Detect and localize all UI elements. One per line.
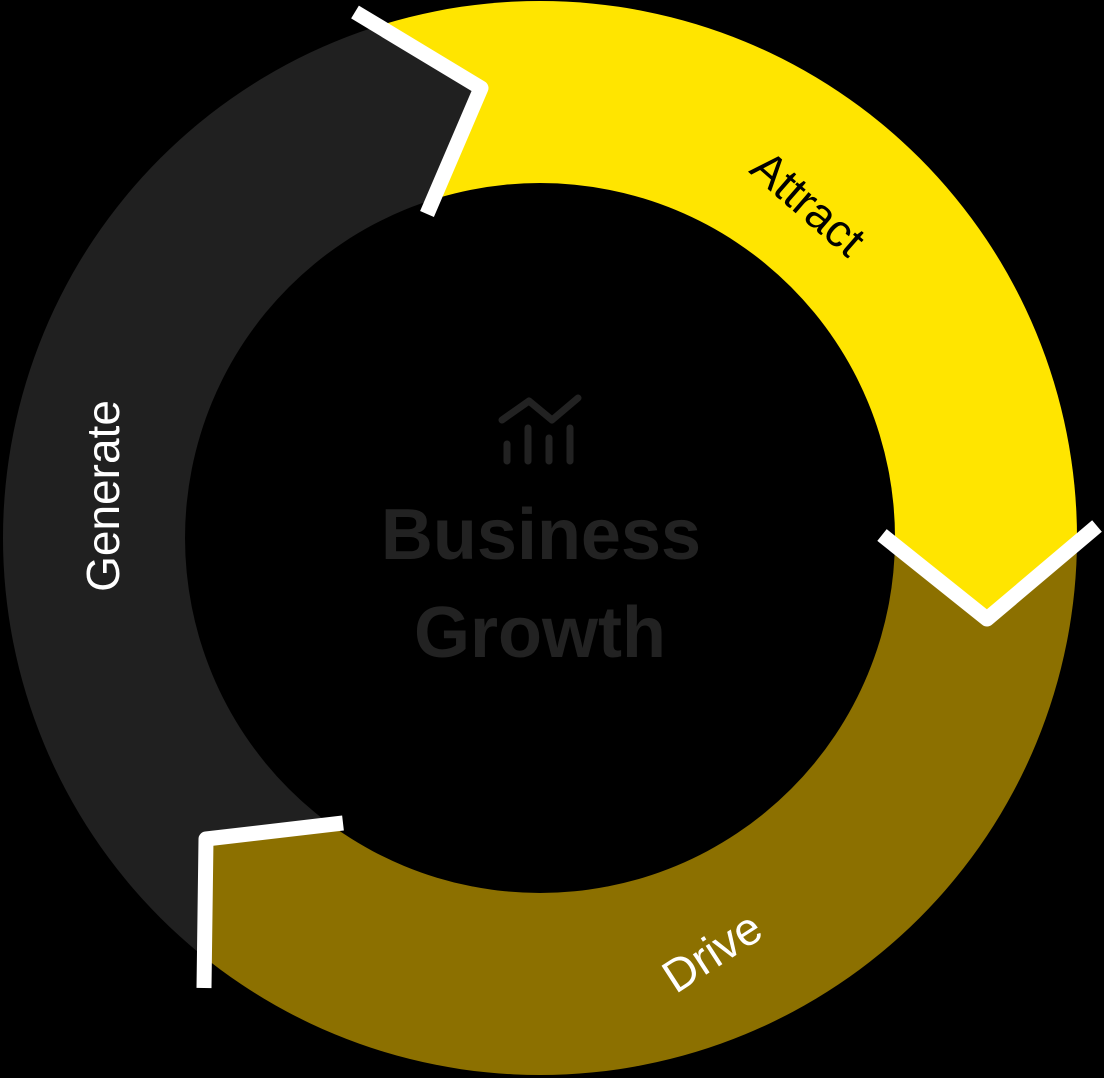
arrow-generate-to-attract-icon (351, 5, 489, 217)
center-title-line1: Business (381, 495, 701, 575)
arrow-drive-to-generate-icon (196, 815, 344, 989)
segment-label-generate: Generate (77, 400, 129, 592)
arrow-attract-to-drive-icon (877, 520, 1102, 627)
center-title-line2: Growth (414, 593, 666, 673)
growth-chart-icon (498, 394, 582, 465)
